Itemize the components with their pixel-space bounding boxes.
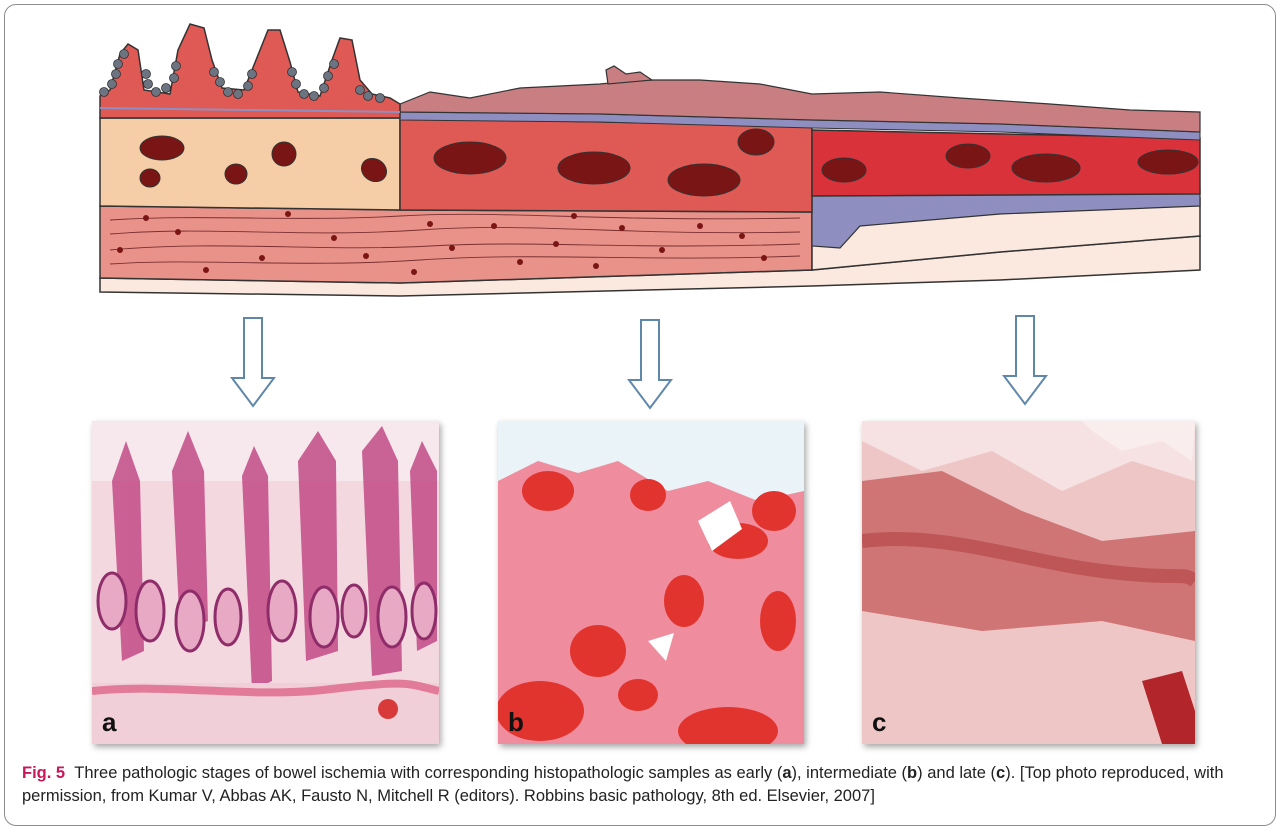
arrow-a-icon <box>232 318 274 406</box>
histology-image-b <box>498 421 804 744</box>
histology-image-c <box>862 421 1195 744</box>
bowel-wall-illustration <box>0 0 1282 420</box>
panel-label-a: a <box>102 707 116 738</box>
caption-letter-b: b <box>907 764 917 782</box>
arrow-c-icon <box>1004 316 1046 404</box>
caption-text-1: Three pathologic stages of bowel ischemi… <box>74 764 782 782</box>
arrow-b-icon <box>629 320 671 408</box>
figure-caption: Fig. 5 Three pathologic stages of bowel … <box>22 762 1262 808</box>
panel-label-b: b <box>508 707 524 738</box>
early-mucosa <box>100 118 400 210</box>
caption-letter-a: a <box>782 764 791 782</box>
panel-label-c: c <box>872 707 886 738</box>
histology-panel-c: c <box>862 421 1195 744</box>
caption-text-2: ), intermediate ( <box>792 764 908 782</box>
caption-letter-c: c <box>996 764 1005 782</box>
histology-image-a <box>92 421 439 744</box>
figure-label: Fig. 5 <box>22 764 65 782</box>
histology-panel-b: b <box>498 421 804 744</box>
caption-text-3: ) and late ( <box>917 764 996 782</box>
histology-panel-a: a <box>92 421 439 744</box>
